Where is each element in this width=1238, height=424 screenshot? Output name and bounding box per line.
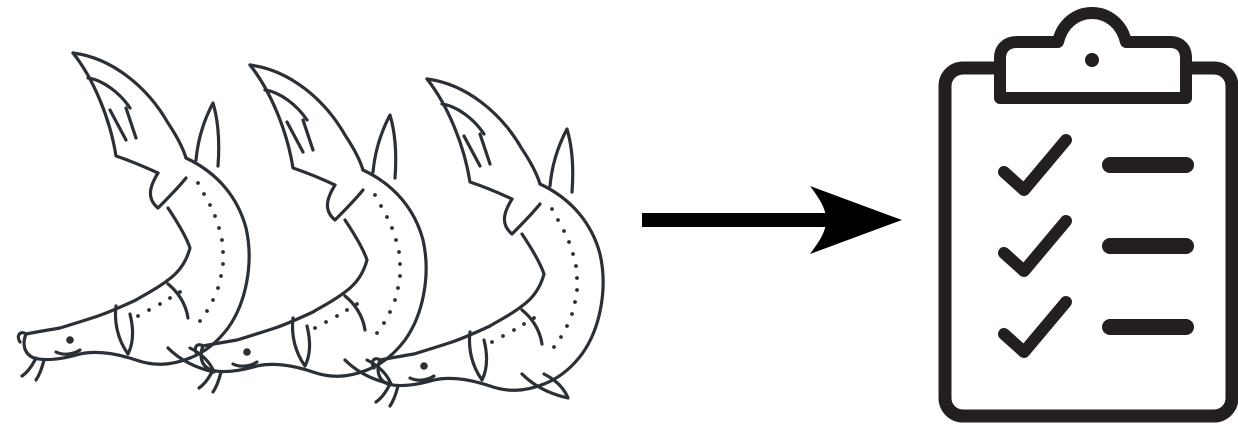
arrow-shaft (642, 213, 832, 227)
arrow-right-icon (642, 186, 902, 254)
clip-hole (1085, 53, 1099, 67)
sturgeon-fish-icon (372, 79, 603, 406)
fish-group (18, 53, 603, 406)
sturgeon-fish-icon (18, 53, 249, 380)
clipboard-checklist-icon (945, 13, 1232, 416)
sturgeon-fish-icon (195, 65, 426, 392)
